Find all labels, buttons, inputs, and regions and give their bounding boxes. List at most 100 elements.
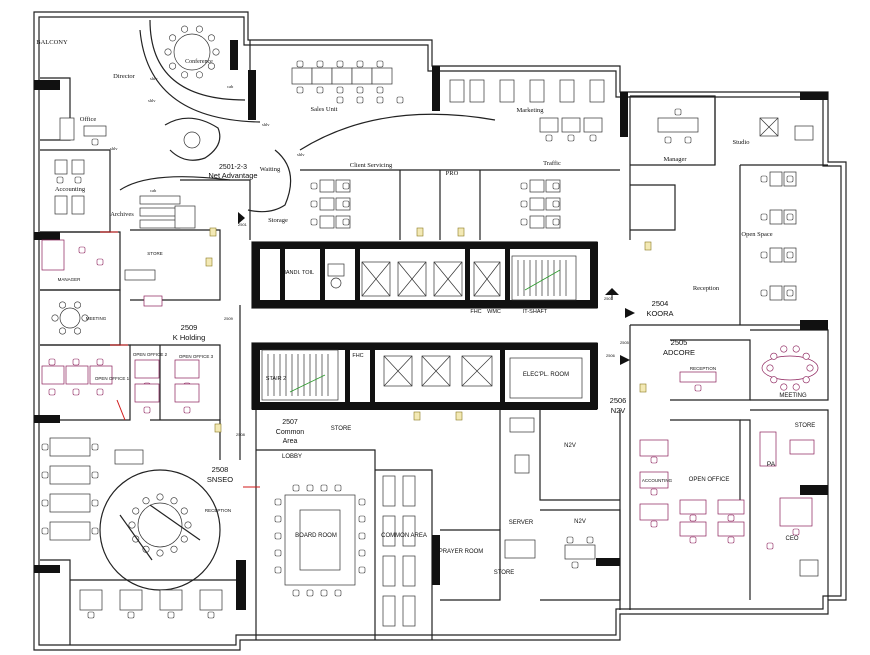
desk xyxy=(529,79,545,103)
snseo-chair xyxy=(156,549,164,557)
unit-2501-name: Net Advantage xyxy=(208,171,257,180)
desk xyxy=(174,205,196,229)
central-core xyxy=(251,241,598,410)
chair xyxy=(167,611,175,619)
desk xyxy=(639,439,669,457)
desk xyxy=(83,125,107,137)
chair xyxy=(316,86,324,94)
door-2507-label: 2507 xyxy=(604,296,614,301)
conference-chair xyxy=(195,71,203,79)
chair xyxy=(127,611,135,619)
door-2505-label: 2505 xyxy=(620,340,630,345)
chair xyxy=(684,136,692,144)
meeting-right-label: MEETING xyxy=(779,393,807,399)
chair xyxy=(786,289,794,297)
door-2506-label: 2506 xyxy=(606,353,616,358)
client-servicing-label: Client Servicing xyxy=(350,162,393,169)
chair xyxy=(143,406,151,414)
door-2501-label: 2501 xyxy=(238,222,248,227)
reception-mid-label: RECEPTION xyxy=(690,366,716,371)
snseo-chair xyxy=(184,521,192,529)
chair xyxy=(589,134,597,142)
desk xyxy=(679,521,707,537)
desk xyxy=(657,117,699,133)
chair xyxy=(72,388,80,396)
desk xyxy=(114,449,144,465)
snseo-chair xyxy=(180,535,188,543)
chair xyxy=(545,134,553,142)
chair xyxy=(356,96,364,104)
meeting-chair xyxy=(74,301,82,309)
reception-left-label: RECEPTION xyxy=(205,508,231,513)
chair xyxy=(306,484,314,492)
desk xyxy=(49,521,91,541)
unit-2505-name: ADCORE xyxy=(663,348,695,357)
meeting-chair xyxy=(51,314,59,322)
open-office-right-label: OPEN OFFICE xyxy=(689,477,730,483)
chair xyxy=(48,358,56,366)
chair xyxy=(91,138,99,146)
door-2509-label: 2509 xyxy=(224,316,234,321)
chair xyxy=(664,136,672,144)
chair xyxy=(41,471,49,479)
curved-center-wall xyxy=(299,113,496,151)
chair xyxy=(207,611,215,619)
chair xyxy=(41,527,49,535)
chair xyxy=(342,182,350,190)
building-outline xyxy=(33,11,847,651)
snseo-round-room xyxy=(99,469,221,591)
it-shaft-label: IT-SHAFT xyxy=(523,309,548,315)
stair-label: STAIR 2 xyxy=(266,376,286,382)
chair xyxy=(566,536,574,544)
shlv-label-2: shlv xyxy=(148,98,156,103)
meeting-chair xyxy=(74,327,82,335)
unit-2508-name: SNSEO xyxy=(207,475,233,484)
desk xyxy=(589,79,605,103)
chair xyxy=(296,60,304,68)
desk xyxy=(769,171,783,187)
desk xyxy=(402,475,416,507)
desk xyxy=(319,215,335,229)
open-space-label: Open Space xyxy=(741,231,772,238)
chair xyxy=(356,86,364,94)
wmc-label: WMC xyxy=(487,309,501,315)
chair xyxy=(78,246,86,254)
chair xyxy=(376,60,384,68)
unit-2508-number: 2508 xyxy=(212,465,229,474)
chair xyxy=(96,258,104,266)
structural-columns xyxy=(34,40,828,610)
furniture-layer xyxy=(41,60,819,627)
desk xyxy=(351,67,373,85)
chair xyxy=(766,542,774,550)
desk xyxy=(199,589,223,611)
curved-waiting-wall xyxy=(247,149,292,213)
desk xyxy=(54,159,68,175)
chair xyxy=(342,200,350,208)
meeting-chair-oval xyxy=(792,345,800,353)
chair xyxy=(689,536,697,544)
stair-bottom-left xyxy=(261,349,339,401)
reception-right-label: Reception xyxy=(693,285,720,292)
desk xyxy=(159,589,183,611)
chair xyxy=(567,134,575,142)
open-office-3-label: OPEN OFFICE 3 xyxy=(179,354,214,359)
desk xyxy=(679,371,717,383)
desk xyxy=(717,521,745,537)
desk xyxy=(41,365,65,385)
chair xyxy=(334,484,342,492)
chair xyxy=(334,589,342,597)
desk xyxy=(639,503,669,521)
prayer-room-label: PRAYER ROOM xyxy=(439,549,484,555)
desk xyxy=(402,555,416,587)
reception-desk-round xyxy=(164,117,221,161)
chair xyxy=(56,176,64,184)
manager-right-label: Manager xyxy=(663,156,687,163)
desk xyxy=(41,239,65,271)
chair xyxy=(760,175,768,183)
common-area-label: COMMON AREA xyxy=(381,533,427,539)
desk xyxy=(134,383,160,403)
shlv-label-1: shlv xyxy=(150,76,158,81)
chair xyxy=(72,358,80,366)
accounting-top-label: Accounting xyxy=(55,186,86,193)
